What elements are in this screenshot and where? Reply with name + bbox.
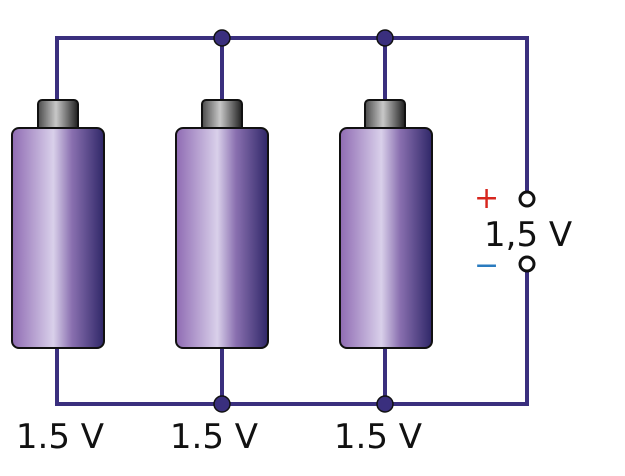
junction-dot bbox=[213, 29, 231, 47]
battery-1-voltage-label: 1.5 V bbox=[16, 417, 104, 457]
junctions bbox=[213, 29, 394, 413]
battery-3 bbox=[339, 99, 433, 349]
battery-body bbox=[175, 127, 269, 349]
junction-dot bbox=[376, 395, 394, 413]
junction-dot bbox=[376, 29, 394, 47]
battery-body bbox=[11, 127, 105, 349]
top-wire bbox=[55, 36, 529, 195]
positive-terminal bbox=[518, 190, 536, 208]
battery-body bbox=[339, 127, 433, 349]
junction-dot bbox=[213, 395, 231, 413]
output-voltage-label: 1,5 V bbox=[484, 215, 572, 255]
circuit-wires bbox=[55, 36, 529, 406]
negative-terminal bbox=[518, 255, 536, 273]
bottom-wire bbox=[55, 264, 529, 406]
battery-3-voltage-label: 1.5 V bbox=[334, 417, 422, 457]
battery-1 bbox=[11, 99, 105, 349]
output-terminals bbox=[518, 190, 536, 273]
battery-2-voltage-label: 1.5 V bbox=[170, 417, 258, 457]
battery-2 bbox=[175, 99, 269, 349]
minus-sign: − bbox=[474, 248, 499, 283]
plus-sign: + bbox=[474, 181, 499, 216]
